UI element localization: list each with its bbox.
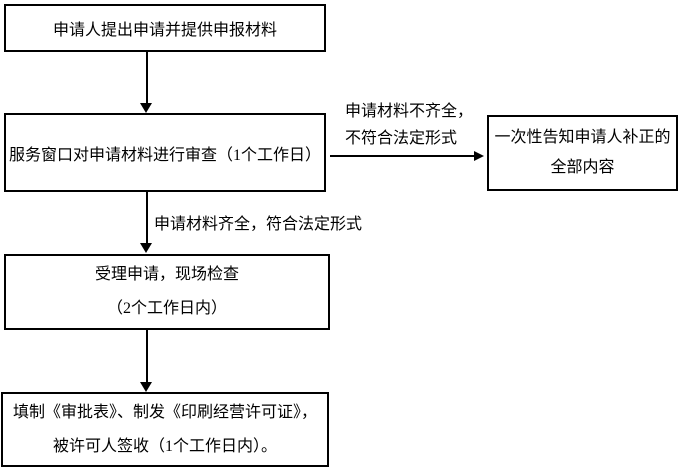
issue-node-text-line2: 被许可人签收（1个工作日内）。: [52, 437, 277, 455]
arrow-line: [146, 52, 148, 104]
incomplete-branch-label-line2: 不符合法定形式: [345, 130, 458, 147]
review-node-text: 服务窗口对申请材料进行审查（1个工作日）: [8, 146, 321, 164]
arrow-down-icon: [140, 243, 152, 253]
notify-node: 一次性告知申请人补正的 全部内容: [487, 115, 678, 191]
review-node: 服务窗口对申请材料进行审查（1个工作日）: [4, 113, 326, 192]
notify-node-text-line1: 一次性告知申请人补正的: [494, 129, 671, 146]
complete-branch-label-text: 申请材料齐全，符合法定形式: [154, 216, 363, 233]
issue-node-text-line1: 填制《审批表》、制发《印刷经营许可证》，: [12, 403, 317, 421]
arrow-line: [330, 155, 475, 157]
issue-node: 填制《审批表》、制发《印刷经营许可证》， 被许可人签收（1个工作日内）。: [1, 392, 329, 467]
arrow-right-icon: [474, 151, 484, 161]
complete-branch-label: 申请材料齐全，符合法定形式: [154, 210, 362, 234]
arrow-line: [146, 330, 148, 383]
notify-node-text-line2: 全部内容: [550, 159, 615, 176]
arrow-down-icon: [140, 103, 152, 113]
incomplete-branch-label: 申请材料不齐全， 不符合法定形式: [345, 98, 473, 152]
start-node: 申请人提出申请并提供申报材料: [4, 4, 326, 52]
accept-node-text-line2: （2个工作日内）: [106, 300, 227, 317]
arrow-down-icon: [140, 382, 152, 392]
accept-node: 受理申请，现场检查 （2个工作日内）: [4, 254, 330, 330]
accept-node-text-line1: 受理申请，现场检查: [94, 266, 239, 283]
arrow-line: [146, 192, 148, 244]
incomplete-branch-label-line1: 申请材料不齐全，: [345, 103, 474, 120]
start-node-text: 申请人提出申请并提供申报材料: [52, 22, 277, 39]
